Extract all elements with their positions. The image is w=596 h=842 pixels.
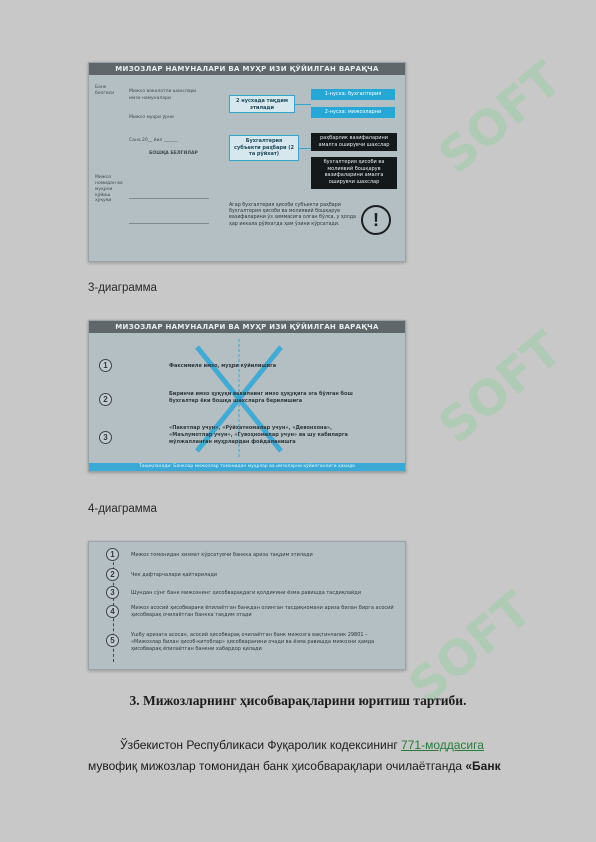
left-label-mid: Мижоз номидан ва муҳрни қўйиш ҳуқуқи bbox=[95, 175, 123, 204]
connector-line bbox=[295, 104, 311, 105]
step-text: Шундан сўнг банк мижознинг ҳисобварақдаг… bbox=[131, 590, 362, 596]
step-text: Чек дафтарчалари қайтарилади bbox=[131, 572, 218, 578]
managers-box: раҳбарлик вазифаларини амалга оширувчи ш… bbox=[311, 133, 397, 151]
item-text: Биринчи имзо ҳуқуқи вакилнинг имзо ҳуқуқ… bbox=[169, 391, 353, 404]
bank-marks-label: БОШҚА БЕЛГИЛАР bbox=[149, 151, 198, 156]
item-text: Факсимиле имзо, муҳри кўйилишига bbox=[169, 363, 277, 369]
diagram-caption-4: 4-диаграмма bbox=[88, 503, 157, 515]
paragraph-text: мувофиқ мижозлар томонидан банк ҳисобвар… bbox=[88, 759, 466, 773]
accountants-box: бухгалтерия ҳисоби ва молиявий бошқарув … bbox=[311, 157, 397, 189]
item-text: «Пакетлар учун», «Рўйхатномалар учун», «… bbox=[169, 425, 348, 445]
left-line: Мижоз муҳри ўрни bbox=[129, 115, 174, 120]
body-paragraph: Ўзбекистон Республикаси Фуқаролик кодекс… bbox=[88, 735, 528, 777]
cross-mark bbox=[195, 339, 283, 459]
accounting-head-box: Бухгалтерия субъекти раҳбари (2 та рўйха… bbox=[229, 135, 299, 161]
item-number: 2 bbox=[99, 393, 112, 406]
exclamation-icon: ! bbox=[361, 205, 391, 235]
left-label-top: Банк белгиси bbox=[95, 85, 115, 96]
step-number: 1 bbox=[106, 548, 119, 561]
step-number: 4 bbox=[106, 605, 119, 618]
signature-line bbox=[129, 198, 209, 199]
copy2-box: 2-нусха: мижозларни bbox=[311, 107, 395, 118]
code-article-link[interactable]: 771-моддасига bbox=[401, 738, 484, 752]
copies-box: 2 нусхада тақдим этилади bbox=[229, 95, 295, 113]
figure-footer: Тақиқланади: Банклар мижозлар томонидан … bbox=[89, 463, 405, 471]
step-text: Мижоз асосий ҳисобварағи ёпилаётган банк… bbox=[131, 605, 394, 618]
step-number: 5 bbox=[106, 634, 119, 647]
item-number: 1 bbox=[99, 359, 112, 372]
note-text: Агар бухгалтерия ҳисоби субъекти раҳбари… bbox=[229, 203, 356, 227]
connector-line bbox=[299, 148, 311, 149]
watermark: SOFT bbox=[428, 321, 573, 455]
watermark: SOFT bbox=[428, 51, 573, 185]
diagram-figure-3: 1 Мижоз томонидан хизмат кўрсатувчи банк… bbox=[88, 541, 406, 670]
section-heading: 3. Мижозларнинг ҳисобварақларини юритиш … bbox=[129, 693, 467, 708]
paragraph-text: Ўзбекистон Республикаси Фуқаролик кодекс… bbox=[120, 738, 402, 752]
diagram-figure-2: МИЗОЗЛАР НАМУНАЛАРИ ВА МУҲР ИЗИ ҚЎЙИЛГАН… bbox=[88, 320, 406, 472]
step-text: Мижоз томонидан хизмат кўрсатувчи банкка… bbox=[131, 552, 313, 558]
diagram-figure-1: МИЗОЗЛАР НАМУНАЛАРИ ВА МУҲР ИЗИ ҚЎЙИЛГАН… bbox=[88, 62, 406, 262]
copy1-box: 1-нусха: бухгалтерия bbox=[311, 89, 395, 100]
paragraph-bold-text: «Банк bbox=[465, 759, 501, 773]
figure-header: МИЗОЗЛАР НАМУНАЛАРИ ВА МУҲР ИЗИ ҚЎЙИЛГАН… bbox=[89, 321, 405, 333]
step-text: Ушбу аризага асосан, асосий ҳисобварақ о… bbox=[131, 632, 375, 652]
diagram-caption-3: 3-диаграмма bbox=[88, 282, 157, 294]
signature-line bbox=[129, 223, 209, 224]
item-number: 3 bbox=[99, 431, 112, 444]
step-number: 2 bbox=[106, 568, 119, 581]
figure-header: МИЗОЗЛАР НАМУНАЛАРИ ВА МУҲР ИЗИ ҚЎЙИЛГАН… bbox=[89, 63, 405, 75]
left-line: имзо намуналари bbox=[129, 96, 171, 101]
sign-date-label: Сана 20__ йил ______ bbox=[129, 138, 178, 143]
left-line: Мижоз ваколатли шахслари bbox=[129, 89, 197, 94]
step-number: 3 bbox=[106, 586, 119, 599]
